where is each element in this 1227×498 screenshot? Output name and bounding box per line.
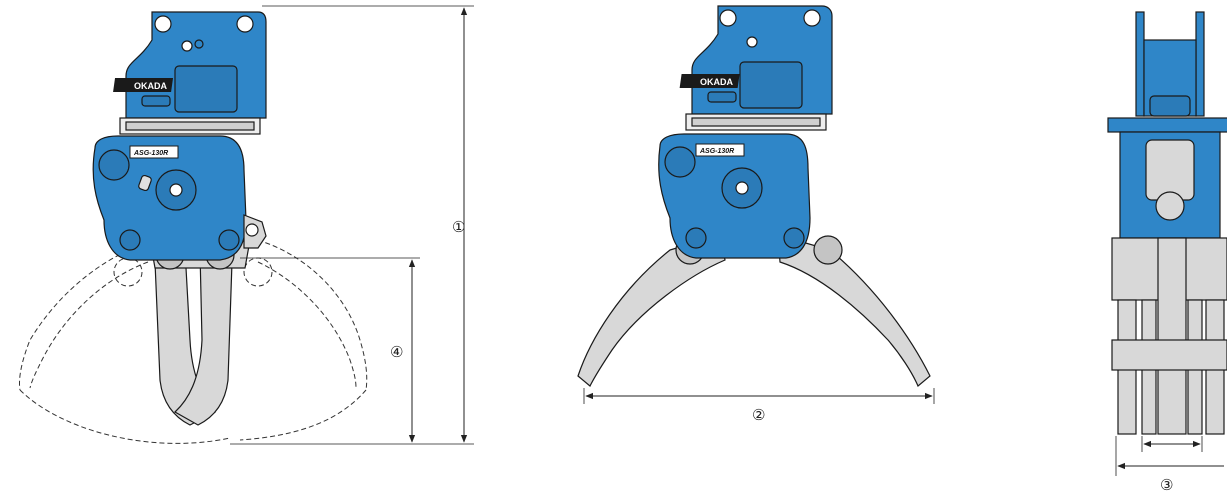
view-side: ③ bbox=[1107, 11, 1227, 494]
brand-label-2: OKADA bbox=[700, 77, 733, 87]
dimension-label-3: ③ bbox=[1160, 476, 1173, 494]
brand-plate-2: OKADA bbox=[679, 74, 740, 88]
view-front-open: OKADA ASG-130R ② bbox=[577, 5, 935, 424]
dimension-2: ② bbox=[583, 388, 935, 424]
rotator-head bbox=[119, 11, 267, 135]
model-plate: ASG-130R bbox=[129, 145, 179, 159]
dimension-4: ④ bbox=[240, 257, 420, 443]
grapple-body-2 bbox=[658, 133, 811, 259]
dimension-3: ③ bbox=[1115, 436, 1224, 494]
closed-tines bbox=[149, 239, 251, 426]
view-front-closed: OKADA ASG-130R ① ④ bbox=[19, 5, 474, 445]
dimension-1: ① bbox=[230, 5, 474, 445]
brand-label: OKADA bbox=[134, 81, 167, 91]
model-label: ASG-130R bbox=[133, 150, 168, 157]
open-tines bbox=[577, 234, 931, 387]
model-plate-2: ASG-130R bbox=[695, 143, 745, 157]
side-mount bbox=[1107, 11, 1227, 239]
dimension-label-4: ④ bbox=[390, 343, 403, 361]
side-tines bbox=[1111, 237, 1227, 435]
rotator-head-2 bbox=[685, 5, 833, 131]
model-label-2: ASG-130R bbox=[699, 148, 734, 155]
dimension-label-1: ① bbox=[452, 218, 465, 236]
brand-plate: OKADA bbox=[113, 78, 174, 92]
lift-eye-left bbox=[154, 15, 172, 33]
dimension-label-2: ② bbox=[752, 406, 765, 424]
grapple-body bbox=[92, 135, 267, 261]
lift-eye-right bbox=[236, 15, 254, 33]
